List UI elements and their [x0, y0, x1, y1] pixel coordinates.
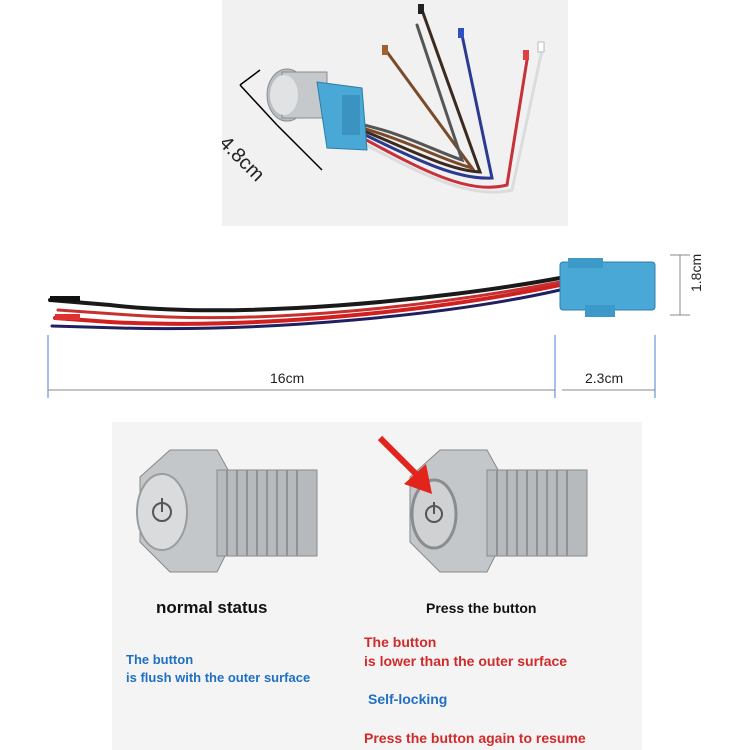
top-photo-panel: 4.8cm	[222, 0, 568, 226]
red-arrow-icon	[377, 435, 432, 494]
self-locking-label: Self-locking	[368, 691, 448, 707]
connector-length-label: 2.3cm	[585, 370, 624, 386]
left-description-line1: The button	[126, 652, 194, 667]
cable-length-label: 16cm	[270, 370, 305, 386]
right-description-line1: The button	[364, 634, 437, 650]
right-description-line2: is lower than the outer surface	[364, 653, 568, 669]
left-description-line2: is flush with the outer surface	[126, 670, 311, 685]
switch-with-wires-image	[239, 4, 545, 194]
height-dimension-label: 1.8cm	[688, 253, 704, 292]
switch-normal-image	[136, 449, 318, 573]
press-button-title: Press the button	[426, 600, 537, 616]
button-comparison-panel: normal status Press the button The butto…	[112, 422, 642, 750]
cable-image	[47, 254, 690, 398]
normal-status-title: normal status	[156, 598, 268, 617]
switch-pressed-image	[409, 449, 588, 573]
cable-diagram-panel: 1.8cm 16cm 2.3cm	[40, 240, 730, 410]
resume-instruction: Press the button again to resume	[364, 730, 586, 746]
